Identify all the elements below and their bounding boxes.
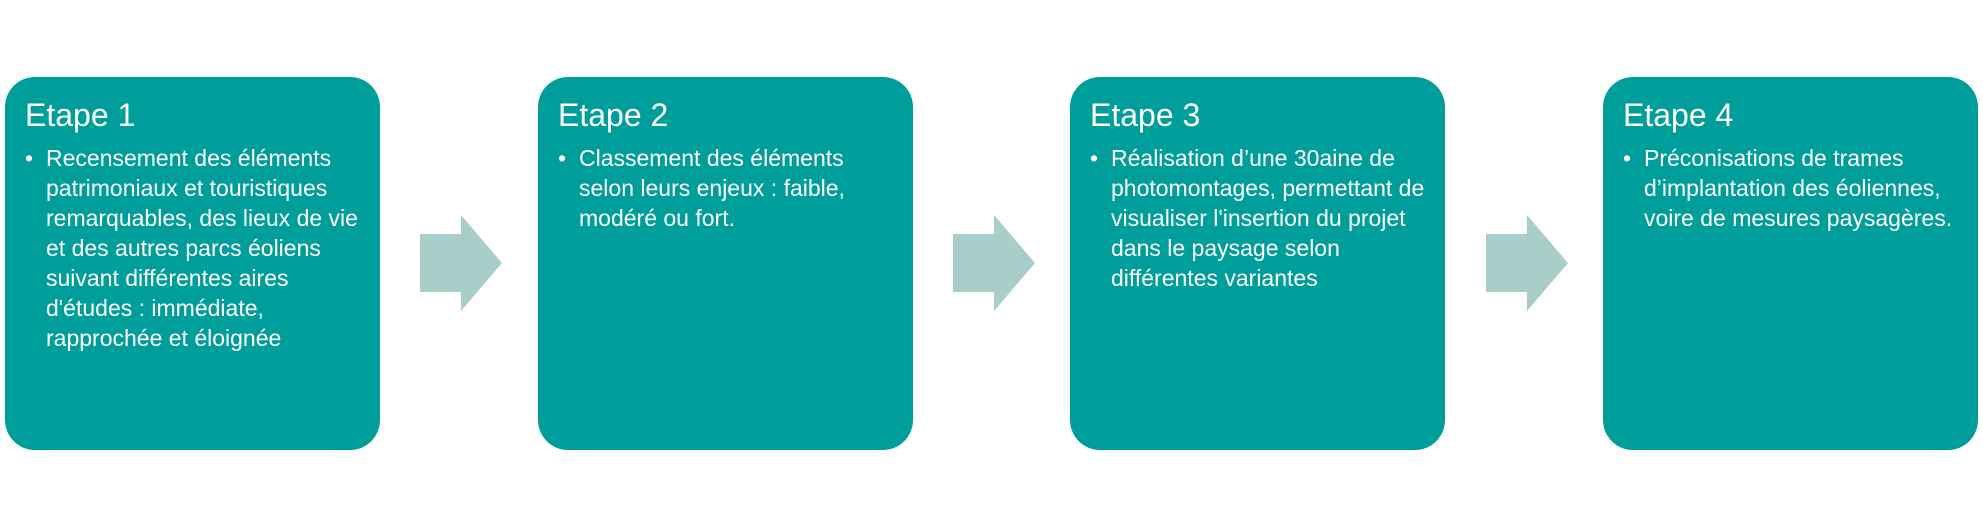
step-box-4: Etape 4 Préconisations de trames d’impla…	[1603, 77, 1978, 450]
step-bullet: Préconisations de trames d’implantation …	[1623, 143, 1960, 233]
step-bullet-list: Recensement des éléments patrimoniaux et…	[25, 143, 362, 353]
step-bullet: Classement des éléments selon leurs enje…	[558, 143, 895, 233]
step-box-2: Etape 2 Classement des éléments selon le…	[538, 77, 913, 450]
step-bullet-list: Réalisation d’une 30aine de photomontage…	[1090, 143, 1427, 293]
step-bullet-list: Préconisations de trames d’implantation …	[1623, 143, 1960, 233]
step-box-3: Etape 3 Réalisation d’une 30aine de phot…	[1070, 77, 1445, 450]
step-bullet: Réalisation d’une 30aine de photomontage…	[1090, 143, 1427, 293]
step-title: Etape 3	[1090, 97, 1201, 133]
step-title: Etape 2	[558, 97, 669, 133]
step-bullet: Recensement des éléments patrimoniaux et…	[25, 143, 362, 353]
arrow-right-icon	[420, 215, 502, 311]
arrow-right-icon	[1486, 215, 1568, 311]
step-box-1: Etape 1 Recensement des éléments patrimo…	[5, 77, 380, 450]
step-title: Etape 1	[25, 97, 136, 133]
step-title: Etape 4	[1623, 97, 1734, 133]
arrow-right-icon	[953, 215, 1035, 311]
step-bullet-list: Classement des éléments selon leurs enje…	[558, 143, 895, 233]
